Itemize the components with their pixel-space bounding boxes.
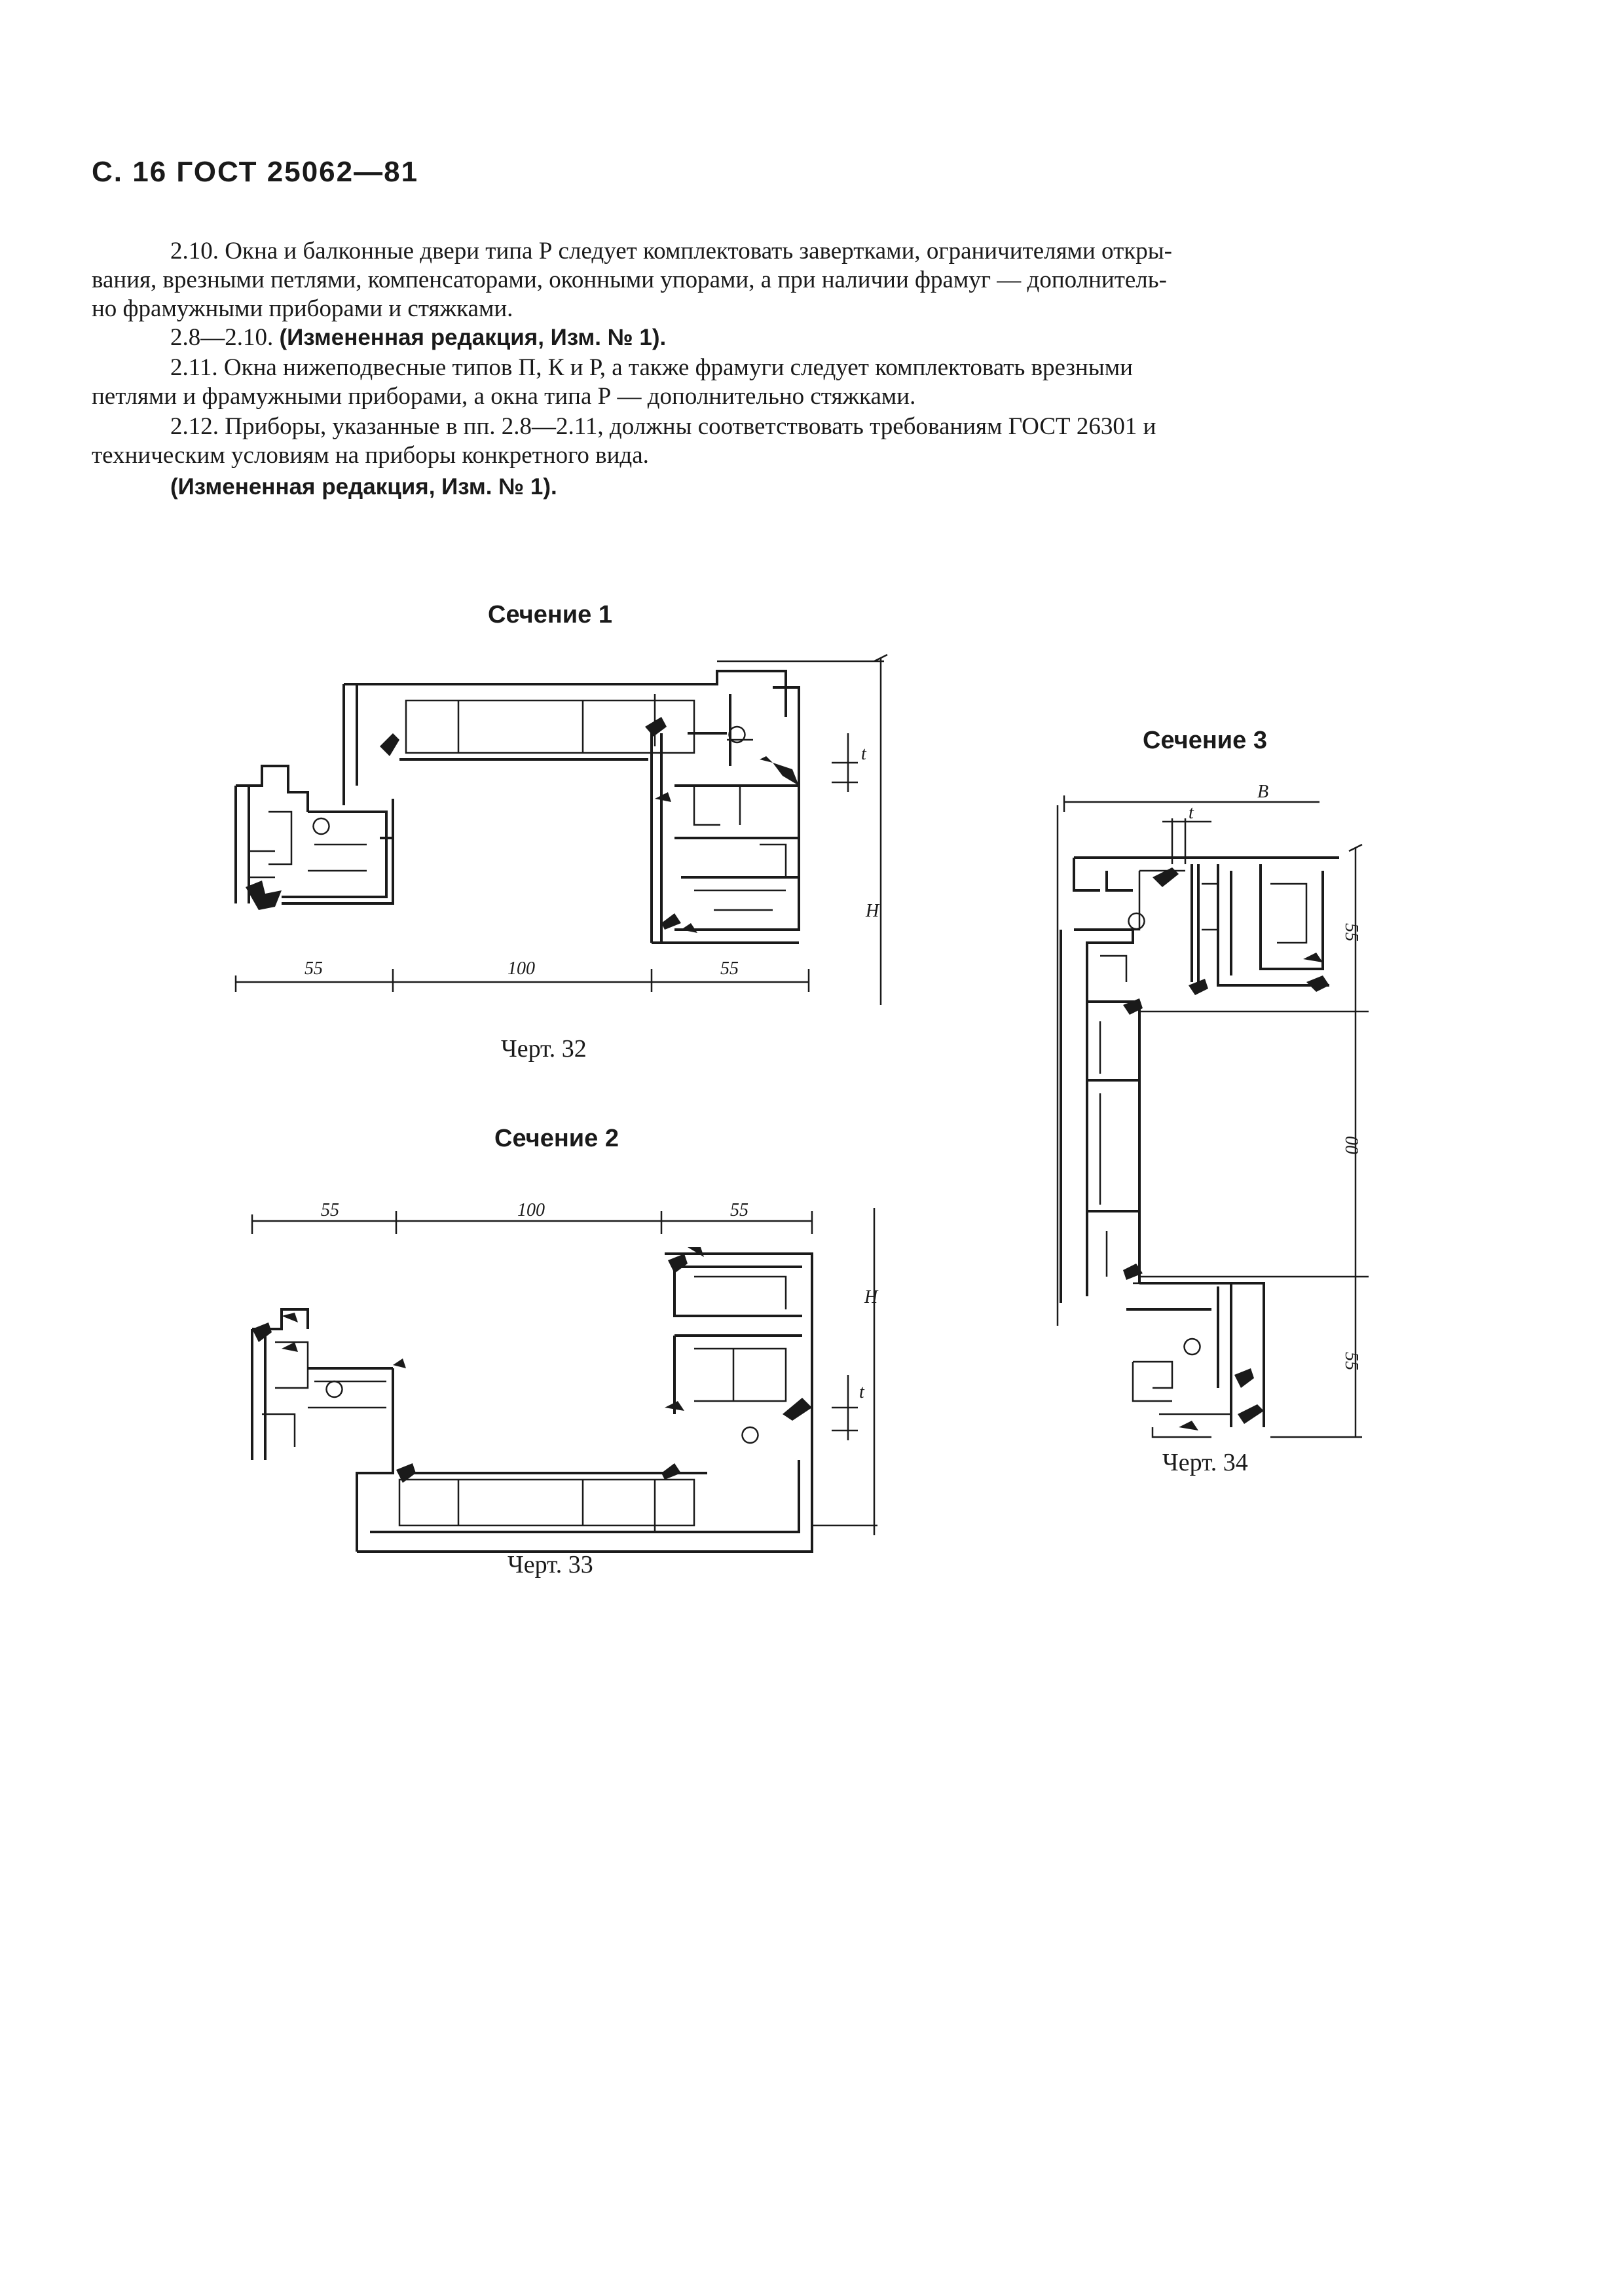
figure-3-title: Сечение 3 [1143,727,1267,754]
fig1-dim-height: H [865,901,880,921]
figure-1-title: Сечение 1 [488,601,612,629]
page-header: С. 16 ГОСТ 25062—81 [92,156,419,188]
fig2-dim-middle: 100 [517,1200,545,1220]
paragraph-2-12-line1: 2.12. Приборы, указанные в пп. 2.8—2.11,… [92,412,1500,441]
paragraph-2-12-line2: техническим условиям на приборы конкретн… [92,442,649,469]
paragraph-amendment-final: (Измененная редакция, Изм. № 1). [92,473,1500,501]
fig3-dim-top: 55 [1341,923,1361,941]
paragraph-text: 2.11. Окна нижеподвесные типов П, К и Р,… [170,354,1133,381]
fig2-dim-left: 55 [321,1200,339,1220]
paragraph-2-11-line1: 2.11. Окна нижеподвесные типов П, К и Р,… [92,354,1500,382]
fig1-dim-middle: 100 [507,958,535,979]
fig3-dim-width: B [1257,782,1268,802]
fig1-dim-left: 55 [304,958,323,979]
fig1-dim-right: 55 [720,958,739,979]
fig2-dim-height: H [864,1287,879,1307]
figure-1-caption: Черт. 32 [501,1035,587,1063]
fig2-dim-small: t [859,1382,865,1402]
figure-3-caption: Черт. 34 [1162,1449,1248,1476]
fig3-dim-bottom: 55 [1341,1352,1361,1370]
figure-2-title: Сечение 2 [494,1125,619,1152]
fig1-dim-small: t [861,744,867,764]
figure-2-caption: Черт. 33 [507,1551,593,1578]
paragraph-amendment-2-8: 2.8—2.10. (Измененная редакция, Изм. № 1… [92,323,1500,352]
fig2-dim-right: 55 [730,1200,748,1220]
paragraph-2-10-line3: но фрамужными приборами и стяжками. [92,295,513,322]
amendment-ref: 2.8—2.10. [170,324,280,351]
paragraph-2-10-line1: 2.10. Окна и балконные двери типа Р след… [92,237,1500,266]
paragraph-text: 2.12. Приборы, указанные в пп. 2.8—2.11,… [170,413,1156,440]
paragraph-text: 2.10. Окна и балконные двери типа Р след… [170,238,1172,264]
paragraph-2-10-line2: вания, врезными петлями, компенсаторами,… [92,266,1167,293]
paragraph-2-11-line2: петлями и фрамужными приборами, а окна т… [92,383,916,410]
fig3-dim-small: t [1189,803,1194,823]
amendment-note: (Измененная редакция, Изм. № 1). [279,325,667,350]
amendment-note: (Измененная редакция, Изм. № 1). [170,474,557,500]
fig3-dim-middle: 00 [1341,1136,1361,1154]
